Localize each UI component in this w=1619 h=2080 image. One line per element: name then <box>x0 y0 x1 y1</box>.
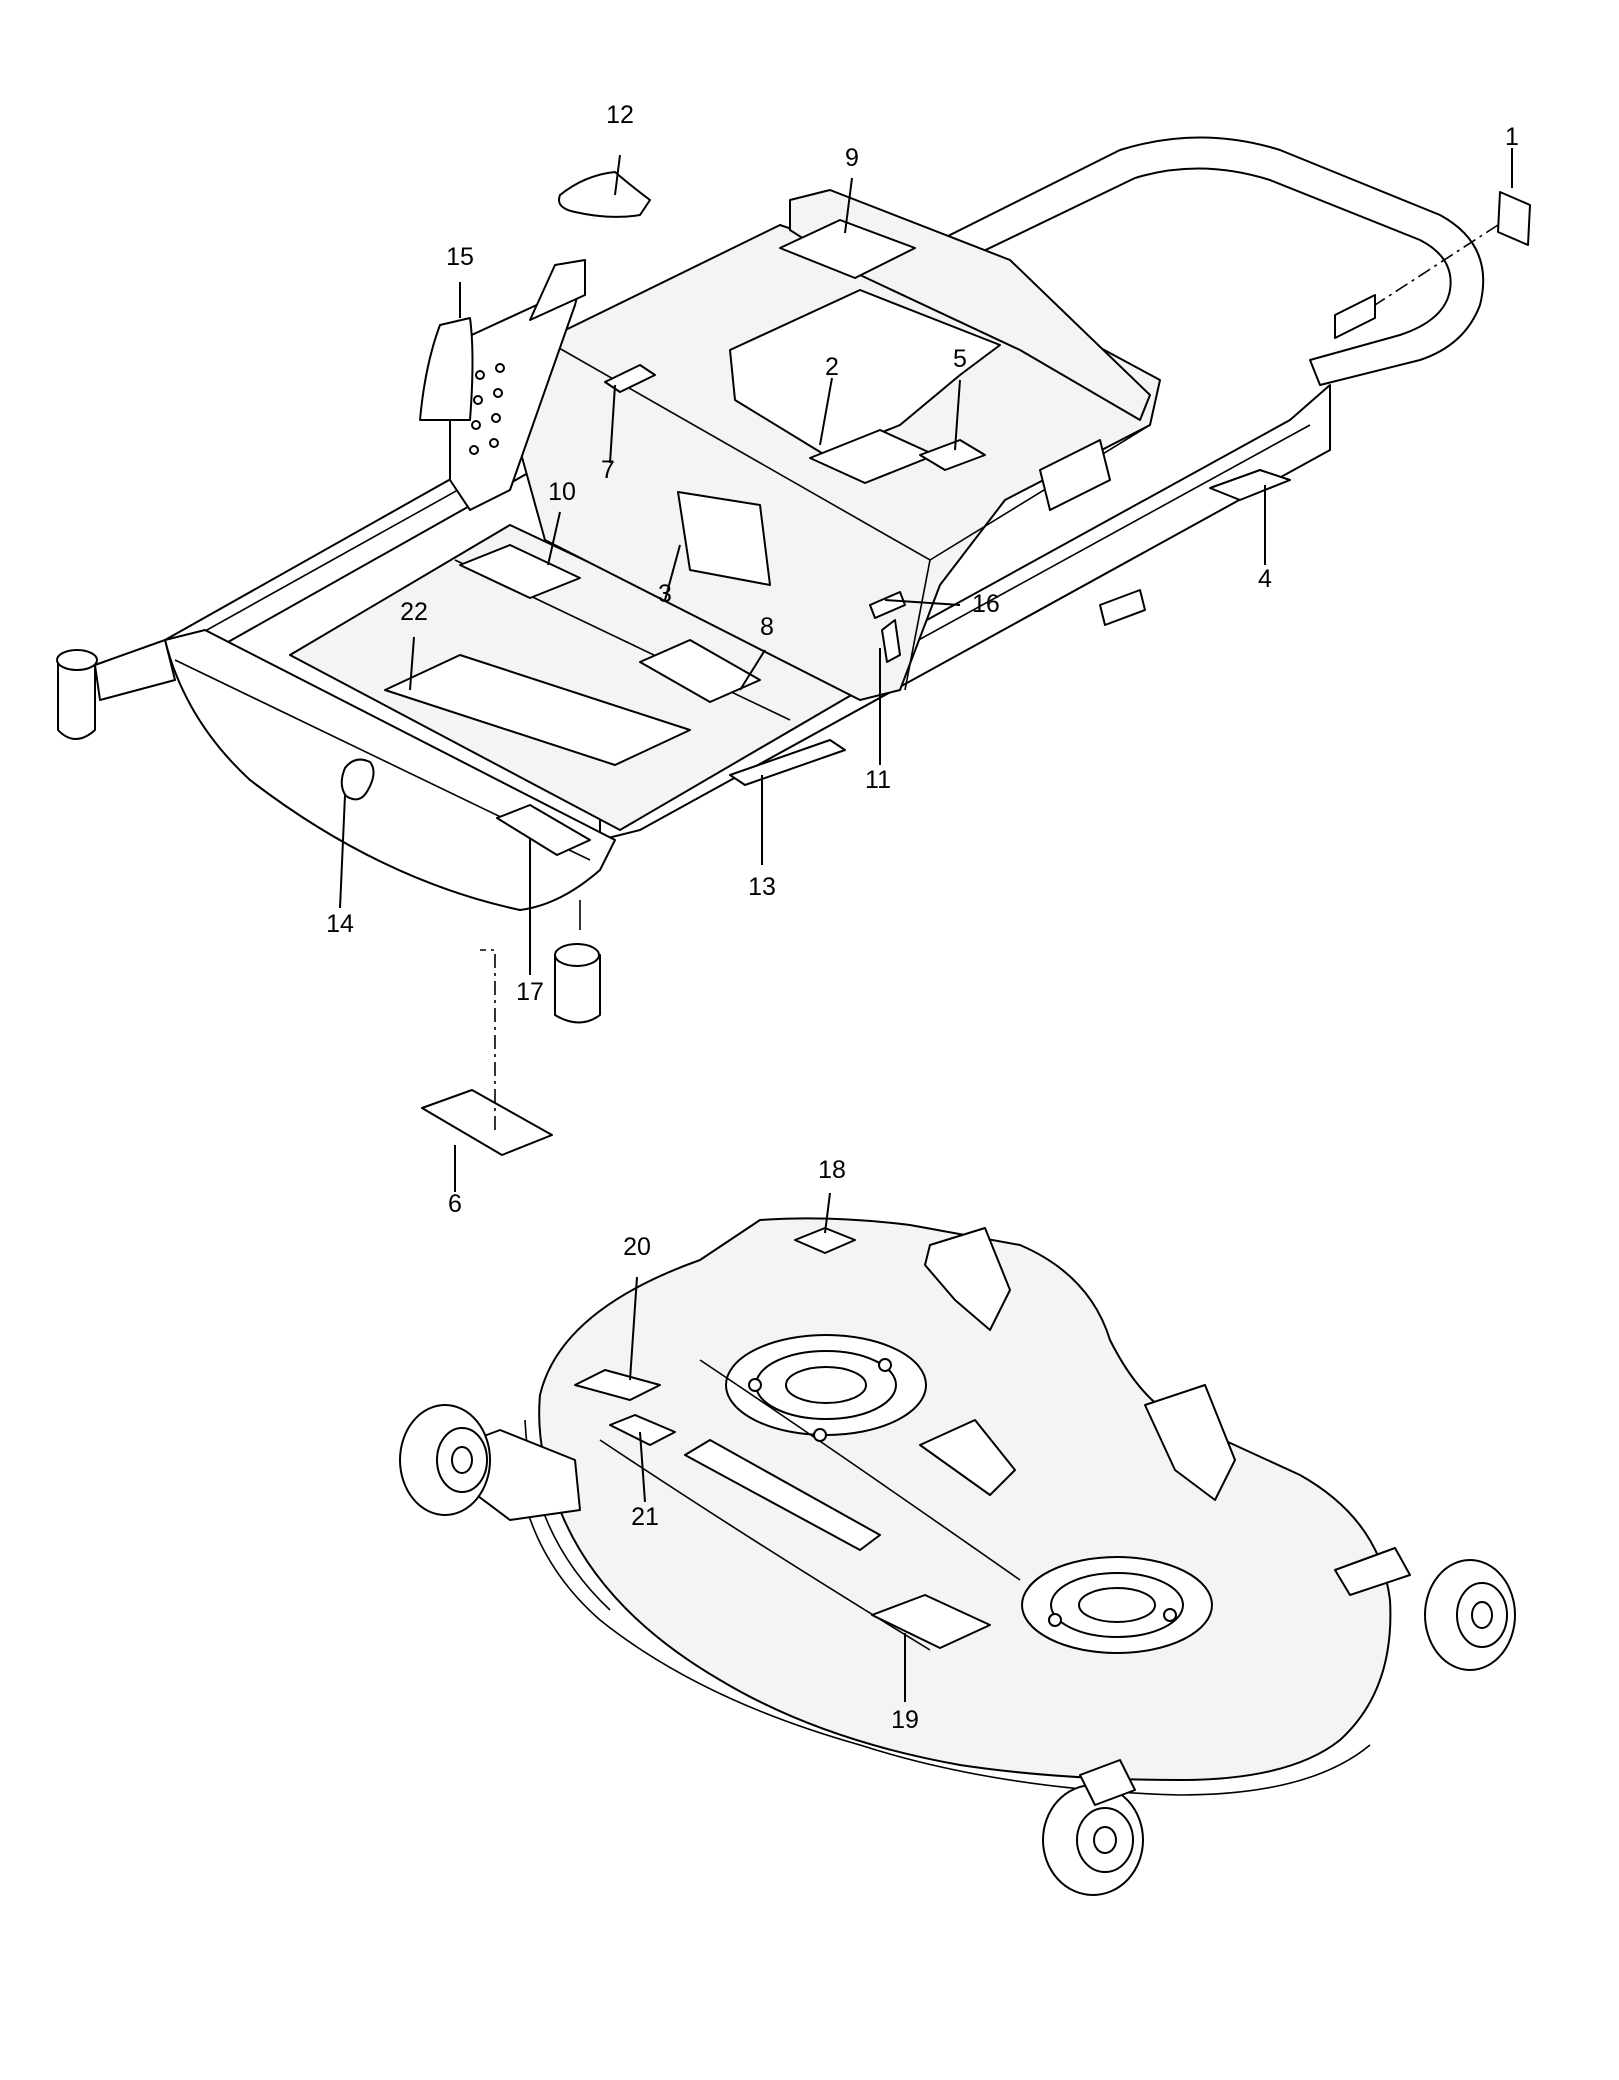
callout-21: 21 <box>631 1503 659 1531</box>
front-bumper-plate <box>164 629 616 911</box>
decal-20 <box>574 1369 661 1401</box>
decal-6 <box>421 1089 553 1156</box>
callout-13: 13 <box>748 873 776 901</box>
leader-lines <box>339 148 1513 1702</box>
deck-bracket-rear <box>924 1227 1011 1331</box>
decal-19 <box>871 1594 991 1649</box>
adjustment-holes <box>469 363 505 455</box>
callout-4: 4 <box>1258 565 1272 593</box>
decal-18 <box>794 1227 856 1254</box>
decal-17 <box>496 804 591 856</box>
upper-decals <box>384 171 1531 1156</box>
decal-15 <box>419 317 474 421</box>
seat-opening <box>729 289 1001 456</box>
callout-16: 16 <box>972 590 1000 618</box>
decal-1-target <box>1334 294 1376 339</box>
rear-tube-frame <box>899 136 1485 386</box>
mower-deck-drawing <box>399 1217 1516 1896</box>
gauge-wheel-left <box>399 1404 491 1516</box>
callout-20: 20 <box>623 1233 651 1261</box>
decal-14-shape <box>340 758 375 801</box>
decal-21 <box>609 1414 676 1446</box>
decal-5 <box>919 439 986 471</box>
deck-bracket-mid <box>919 1419 1016 1496</box>
front-caster-pivot <box>554 954 601 1024</box>
decal-4 <box>1209 469 1291 501</box>
callout-6: 6 <box>448 1190 462 1218</box>
callout-7: 7 <box>601 456 615 484</box>
left-caster-pivot <box>57 659 96 740</box>
deck-slot-bracket <box>684 1439 881 1551</box>
callout-19: 19 <box>891 1706 919 1734</box>
callout-2: 2 <box>825 353 839 381</box>
callout-17: 17 <box>516 978 544 1006</box>
decal-11 <box>881 619 901 663</box>
callout-11: 11 <box>865 766 891 794</box>
callout-9: 9 <box>845 144 859 172</box>
gauge-wheel-front <box>1042 1784 1144 1896</box>
callout-5: 5 <box>953 345 967 373</box>
callout-3: 3 <box>658 580 672 608</box>
callout-8: 8 <box>760 613 774 641</box>
decal-12 <box>558 171 651 218</box>
decal-8 <box>639 639 761 703</box>
decal-13 <box>729 739 846 786</box>
decal-16 <box>869 591 906 619</box>
decal-1 <box>1497 191 1531 246</box>
lower-decals <box>574 1227 991 1649</box>
deck-skirt <box>514 1439 1371 1796</box>
gauge-wheel-right <box>1424 1559 1516 1671</box>
callout-1: 1 <box>1505 123 1519 151</box>
decal-10 <box>459 544 581 599</box>
decal-3 <box>677 491 771 586</box>
callout-18: 18 <box>818 1156 846 1184</box>
callout-10: 10 <box>548 478 576 506</box>
decal-22 <box>384 654 691 766</box>
callout-12: 12 <box>606 101 634 129</box>
deck-bracket-right <box>1144 1384 1236 1501</box>
callout-labels: 1 2 3 4 5 6 7 8 9 10 11 12 13 14 15 16 1… <box>326 101 1519 1734</box>
callout-15: 15 <box>446 243 474 271</box>
decal-9 <box>779 219 916 279</box>
callout-14: 14 <box>326 910 354 938</box>
callout-22: 22 <box>400 598 428 626</box>
